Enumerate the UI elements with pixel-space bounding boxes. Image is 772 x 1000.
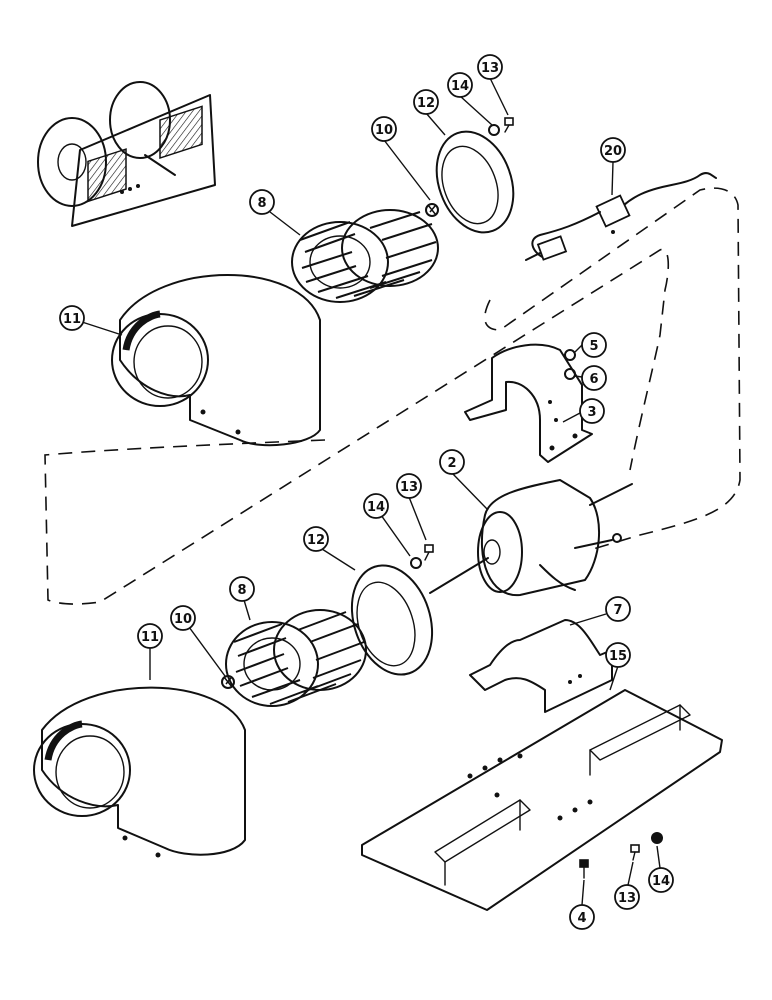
svg-text:8: 8 xyxy=(237,583,246,598)
lower-screw xyxy=(424,544,434,561)
svg-text:3: 3 xyxy=(587,405,596,420)
svg-text:8: 8 xyxy=(257,196,266,211)
svg-text:14: 14 xyxy=(652,874,670,889)
callout-7: 7 xyxy=(605,596,631,622)
upper-retaining-nut xyxy=(425,203,439,217)
callout-2: 2 xyxy=(439,449,465,475)
callout-14-middle: 14 xyxy=(363,493,389,519)
callout-11-lower: 11 xyxy=(137,623,163,649)
lower-mounting-ring xyxy=(350,564,434,676)
svg-text:12: 12 xyxy=(417,96,435,111)
callout-14-base: 14 xyxy=(648,867,674,893)
callout-20: 20 xyxy=(600,137,626,163)
bracket-washer xyxy=(564,368,576,380)
assembled-blower-unit-inset xyxy=(37,81,216,227)
svg-text:10: 10 xyxy=(375,123,393,138)
blower-base-plate xyxy=(361,689,723,911)
svg-text:12: 12 xyxy=(307,533,325,548)
base-washer xyxy=(651,832,663,844)
svg-text:2: 2 xyxy=(447,456,456,471)
callout-leaders xyxy=(81,77,661,906)
bracket-nut xyxy=(564,349,576,361)
svg-text:20: 20 xyxy=(604,144,622,159)
callout-14-upper: 14 xyxy=(447,72,473,98)
resistor-switch-harness xyxy=(525,172,717,261)
upper-screw xyxy=(504,117,514,133)
upper-mounting-ring xyxy=(435,130,515,234)
svg-text:4: 4 xyxy=(577,911,586,926)
callout-6: 6 xyxy=(581,365,607,391)
svg-text:14: 14 xyxy=(451,79,469,94)
callout-12-upper: 12 xyxy=(413,89,439,115)
upper-washer xyxy=(488,124,500,136)
lower-retaining-nut xyxy=(221,675,235,689)
callout-15: 15 xyxy=(605,642,631,668)
svg-text:13: 13 xyxy=(400,480,418,495)
lower-blower-wheel xyxy=(225,609,367,707)
callout-3: 3 xyxy=(579,398,605,424)
svg-text:14: 14 xyxy=(367,500,385,515)
lower-washer xyxy=(410,557,422,569)
assembly-dashed-leaders xyxy=(44,187,741,605)
svg-text:5: 5 xyxy=(589,339,598,354)
svg-text:11: 11 xyxy=(63,312,81,327)
svg-text:10: 10 xyxy=(174,612,192,627)
callout-8-lower: 8 xyxy=(229,576,255,602)
svg-text:6: 6 xyxy=(589,372,598,387)
base-screw xyxy=(630,844,640,861)
callout-10-lower: 10 xyxy=(170,605,196,631)
upper-blower-housing xyxy=(111,274,321,447)
callout-12-lower: 12 xyxy=(303,526,329,552)
motor-mounting-bracket xyxy=(464,343,593,463)
callout-8-upper: 8 xyxy=(249,189,275,215)
callout-11-upper: 11 xyxy=(59,305,85,331)
svg-text:11: 11 xyxy=(141,630,159,645)
svg-text:13: 13 xyxy=(481,61,499,76)
callout-13-base: 13 xyxy=(614,884,640,910)
callout-10-upper: 10 xyxy=(371,116,397,142)
callout-5: 5 xyxy=(581,332,607,358)
svg-text:15: 15 xyxy=(609,649,627,664)
svg-text:7: 7 xyxy=(613,603,622,618)
callout-13-middle: 13 xyxy=(396,473,422,499)
base-bolt xyxy=(579,859,589,879)
svg-text:13: 13 xyxy=(618,891,636,906)
blower-motor xyxy=(429,479,633,597)
lower-blower-housing xyxy=(33,686,246,858)
callout-13-upper: 13 xyxy=(477,54,503,80)
motor-saddle-bracket xyxy=(469,619,613,713)
callout-4: 4 xyxy=(569,904,595,930)
upper-blower-wheel xyxy=(291,209,439,303)
